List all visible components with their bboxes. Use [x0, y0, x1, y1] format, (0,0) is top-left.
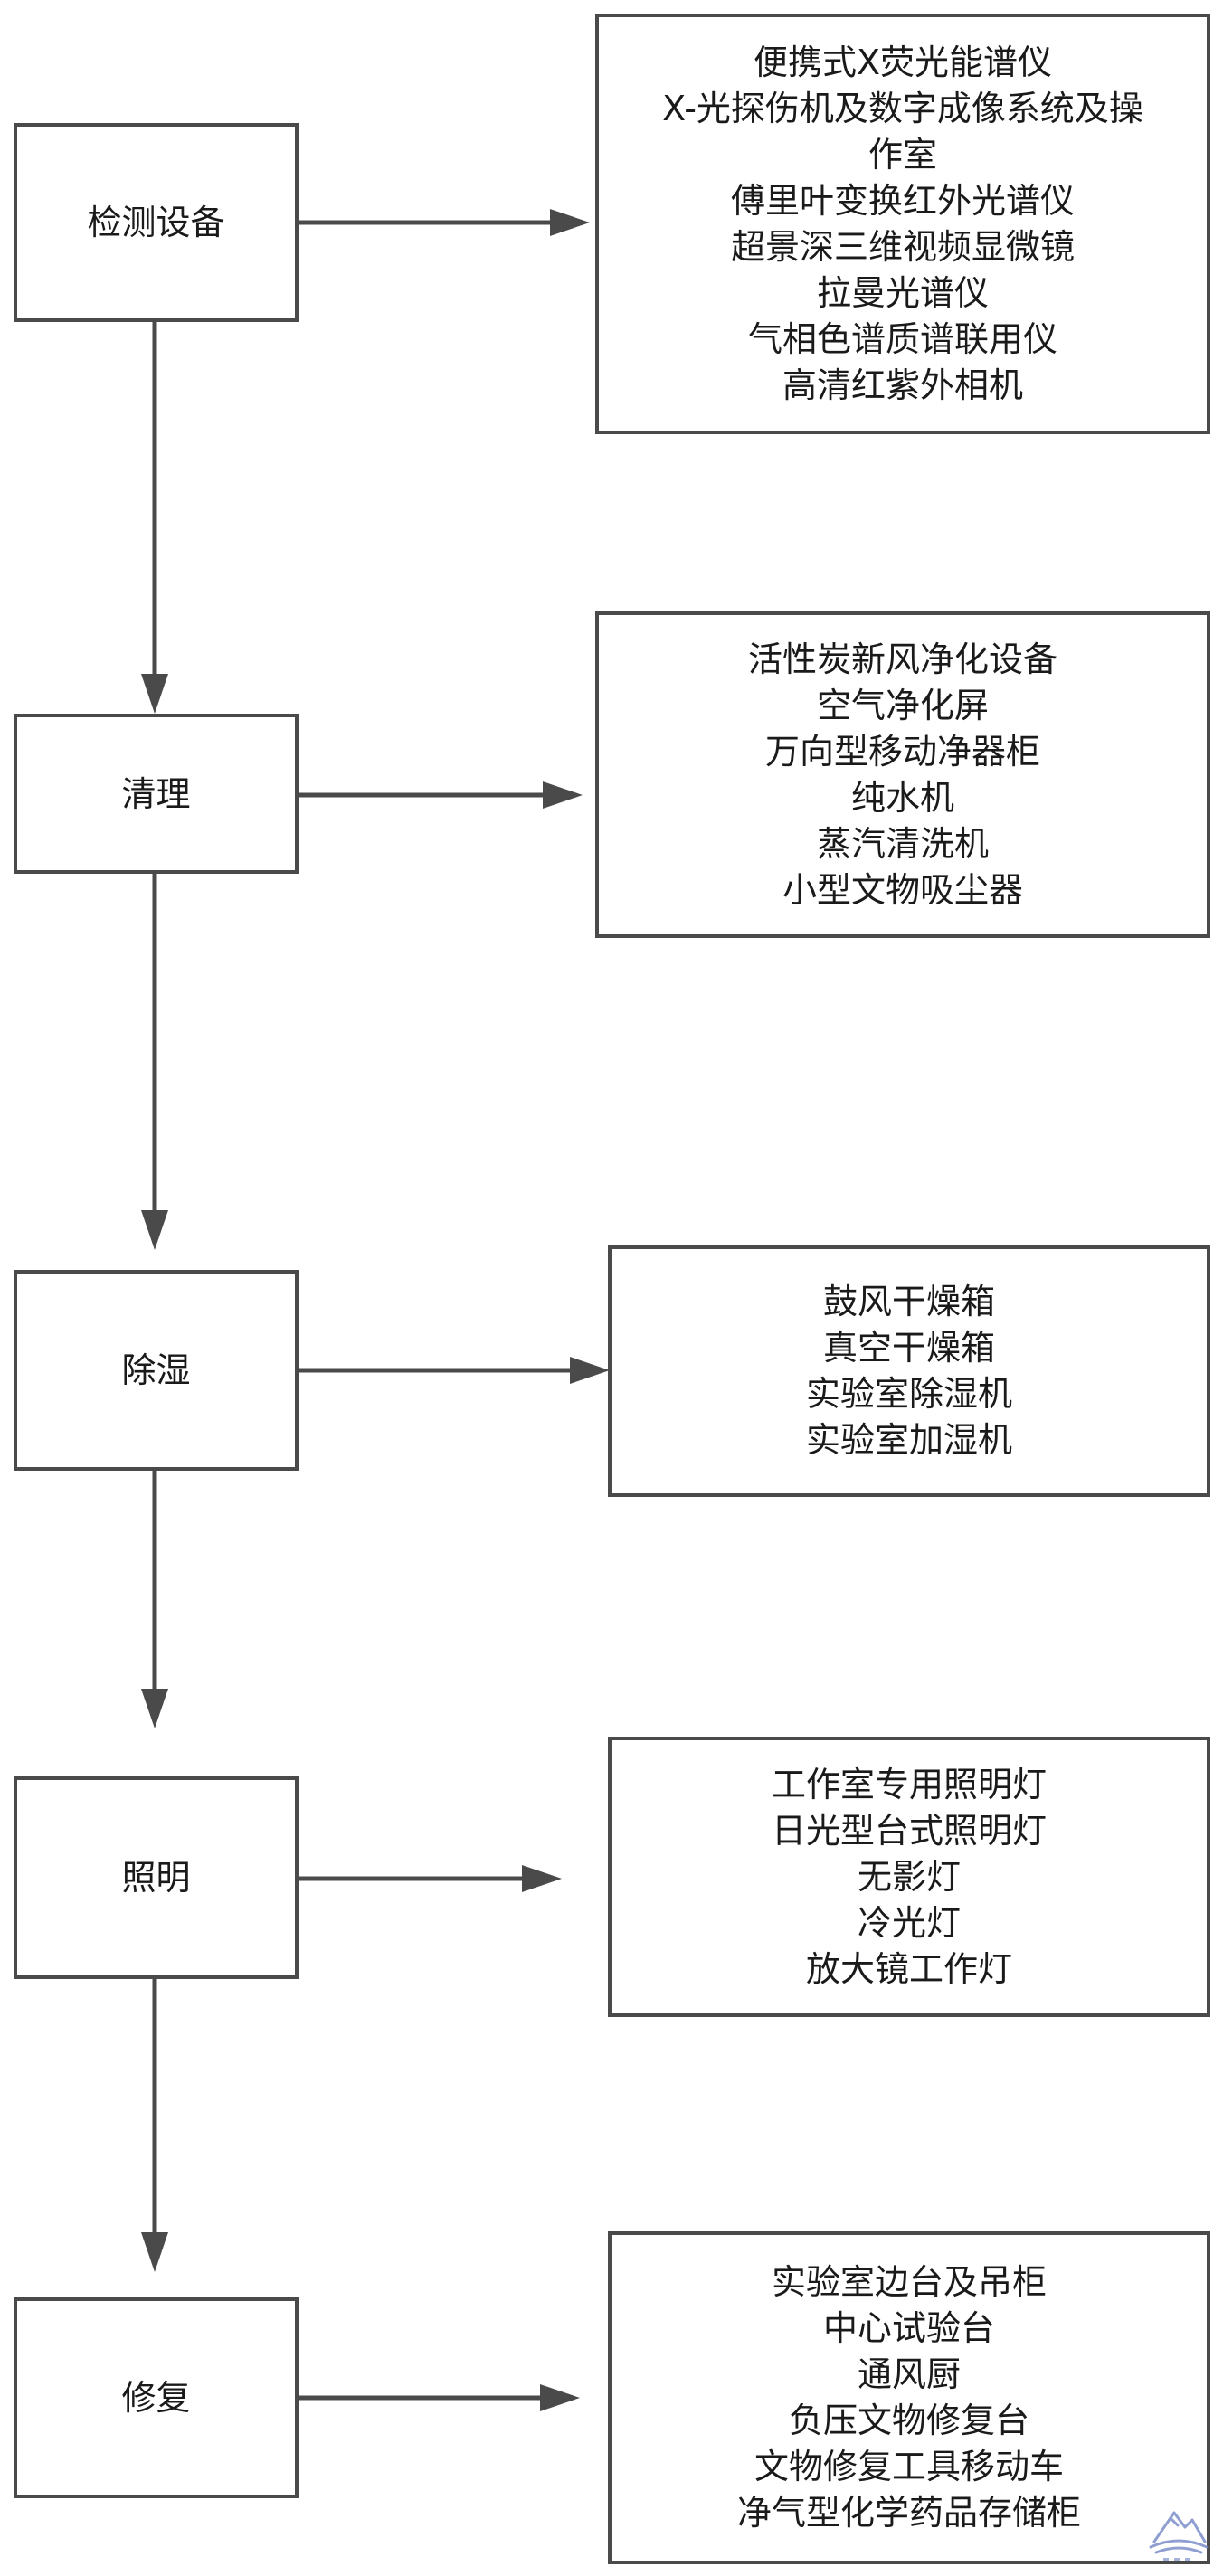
list-item: 气相色谱质谱联用仪	[747, 318, 1057, 359]
equipment-list-restoration: 实验室边台及吊柜 中心试验台 通风厨 负压文物修复台 文物修复工具移动车 净气型…	[608, 2231, 1210, 2564]
stage-label: 除湿	[121, 1350, 191, 1390]
list-item: 文物修复工具移动车	[754, 2447, 1064, 2486]
arrowhead-down-icon	[141, 1689, 168, 1728]
list-item: 超景深三维视频显微镜	[730, 226, 1075, 267]
arrowhead-right-icon	[522, 1865, 562, 1892]
list-item: 活性炭新风净化设备	[747, 639, 1057, 679]
list-item: 中心试验台	[822, 2308, 995, 2348]
stage-box-cleaning: 清理	[14, 714, 299, 874]
arrowhead-down-icon	[141, 2232, 168, 2272]
list-item: 鼓风干燥箱	[822, 1282, 995, 1321]
list-item: 万向型移动净器柜	[764, 731, 1040, 772]
list-item: 负压文物修复台	[788, 2401, 1029, 2440]
stage-label: 照明	[121, 1858, 191, 1898]
arrowhead-right-icon	[540, 2384, 580, 2411]
equipment-list-cleaning: 活性炭新风净化设备 空气净化屏 万向型移动净器柜 纯水机 蒸汽清洗机 小型文物吸…	[595, 611, 1210, 938]
arrowhead-down-icon	[141, 674, 168, 714]
list-item: X-光探伤机及数字成像系统及操作室	[662, 88, 1143, 175]
list-item: 便携式X荧光能谱仪	[753, 42, 1053, 82]
stage-label: 清理	[121, 773, 191, 814]
list-item: 工作室专用照明灯	[771, 1764, 1047, 1804]
list-item: 空气净化屏	[816, 685, 989, 725]
list-item: 日光型台式照明灯	[771, 1810, 1047, 1851]
arrowhead-right-icon	[550, 209, 590, 236]
equipment-list-dehumidify: 鼓风干燥箱 真空干燥箱 实验室除湿机 实验室加湿机	[608, 1245, 1210, 1497]
arrowhead-down-icon	[141, 1210, 168, 1250]
mountain-logo-icon	[1149, 2511, 1209, 2561]
equipment-list-lighting: 工作室专用照明灯 日光型台式照明灯 无影灯 冷光灯 放大镜工作灯	[608, 1737, 1210, 2017]
list-item: 无影灯	[857, 1856, 961, 1897]
list-item: 纯水机	[850, 777, 954, 818]
stage-box-lighting: 照明	[14, 1776, 299, 1979]
arrowhead-right-icon	[570, 1357, 610, 1384]
list-item: 拉曼光谱仪	[816, 272, 989, 313]
stage-label: 检测设备	[87, 203, 225, 242]
list-item: 高清红紫外相机	[782, 365, 1023, 405]
equipment-list-detection: 便携式X荧光能谱仪 X-光探伤机及数字成像系统及操作室 傅里叶变换红外光谱仪 超…	[595, 14, 1210, 434]
list-item: 蒸汽清洗机	[816, 823, 989, 864]
list-item: 实验室加湿机	[805, 1420, 1012, 1460]
list-item: 冷光灯	[857, 1902, 961, 1943]
list-item: 实验室边台及吊柜	[771, 2262, 1047, 2302]
list-item: 实验室除湿机	[805, 1374, 1012, 1414]
stage-box-dehumidify: 除湿	[14, 1270, 299, 1471]
list-item: 真空干燥箱	[822, 1328, 995, 1368]
arrowhead-right-icon	[543, 781, 583, 809]
list-item: 放大镜工作灯	[805, 1948, 1012, 1989]
stage-box-detection: 检测设备	[14, 123, 299, 322]
list-item: 净气型化学药品存储柜	[736, 2493, 1081, 2533]
list-item: 傅里叶变换红外光谱仪	[730, 180, 1075, 221]
stage-box-restoration: 修复	[14, 2297, 299, 2498]
list-item: 小型文物吸尘器	[782, 869, 1023, 910]
list-item: 通风厨	[857, 2354, 961, 2394]
stage-label: 修复	[121, 2378, 191, 2418]
